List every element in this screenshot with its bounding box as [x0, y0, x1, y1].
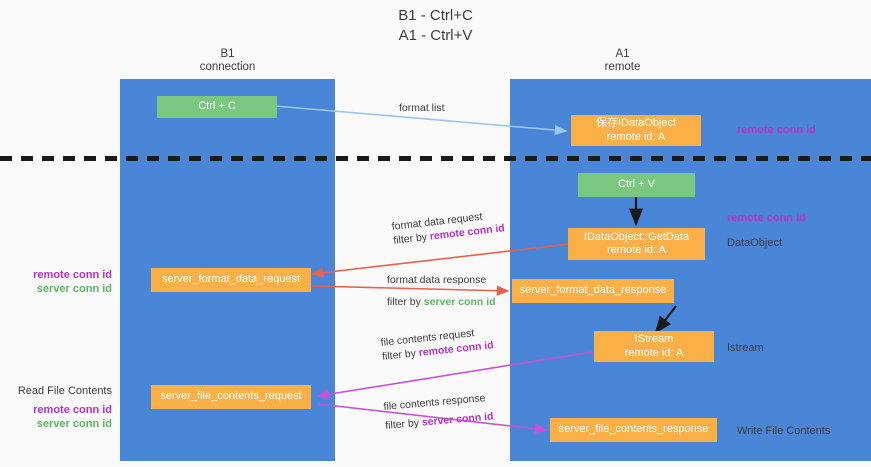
- filter-prefix: filter by: [384, 416, 423, 432]
- node-getdata-line2: remote id: A: [607, 244, 666, 256]
- node-server-format-data-response[interactable]: server_format_data_response: [512, 279, 674, 303]
- edge-label-file-contents-response: file contents response filter by server …: [383, 391, 494, 433]
- filter-prefix: filter by: [381, 347, 420, 363]
- annotation-left-bottom-remote-conn-id: remote conn id: [33, 404, 112, 416]
- edge-label-format-data-response-filter: filter by server conn id: [387, 295, 496, 309]
- edge-label-format-data-request: format data request filter by remote con…: [391, 207, 505, 248]
- node-getdata[interactable]: IDataObject::GetData remote id: A: [568, 228, 705, 260]
- annotation-left-bottom-server-conn-id: server conn id: [36, 418, 112, 430]
- title-line-1: B1 - Ctrl+C: [398, 7, 473, 24]
- edge-label-format-data-response: format data response filter by server co…: [387, 273, 496, 309]
- node-save-dataobject[interactable]: 保存IDataObject remote id: A: [571, 115, 701, 146]
- node-istream[interactable]: IStream remote id: A: [594, 331, 714, 362]
- node-server-file-contents-request[interactable]: server_file_contents_request: [151, 385, 311, 409]
- node-istream-line1: IStream: [634, 333, 674, 345]
- annotation-left-read-file-contents: Read File Contents: [17, 385, 112, 397]
- edge-label-file-contents-request: file contents request filter by remote c…: [380, 324, 494, 364]
- node-save-dataobject-line2: remote id: A: [606, 130, 666, 143]
- node-ctrl-c[interactable]: Ctrl + C: [157, 96, 277, 118]
- node-server-file-contents-response-label: server_file_contents_response: [558, 423, 709, 436]
- node-server-format-data-request[interactable]: server_format_data_request: [151, 268, 311, 292]
- annotation-right-istream: Istream: [727, 342, 764, 354]
- annotation-right-mid-remote-conn-id: remote conn id: [727, 212, 806, 224]
- annotation-right-write-file-contents: Write File Contents: [737, 425, 831, 437]
- node-server-format-data-response-label: server_format_data_response: [519, 284, 667, 297]
- edge-label-format-list-text: format list: [399, 102, 445, 114]
- column-header-a1-role: remote: [604, 61, 641, 73]
- node-ctrl-v[interactable]: Ctrl + V: [578, 173, 695, 197]
- column-header-b1: B1 connection: [140, 48, 315, 74]
- column-header-b1-role: connection: [199, 61, 256, 73]
- column-header-b1-name: B1: [220, 48, 235, 60]
- column-header-a1: A1 remote: [535, 48, 710, 74]
- filter-prefix: filter by: [387, 296, 424, 308]
- node-ctrl-v-label: Ctrl + V: [618, 178, 655, 191]
- filter-prefix: filter by: [392, 230, 431, 247]
- diagram-title: B1 - Ctrl+C A1 - Ctrl+V: [0, 6, 871, 46]
- annotation-right-top-remote-conn-id: remote conn id: [737, 124, 816, 136]
- node-ctrl-c-label: Ctrl + C: [198, 100, 236, 113]
- node-server-file-contents-response[interactable]: server_file_contents_response: [550, 418, 717, 442]
- annotation-left-remote-conn-id: remote conn id: [33, 269, 112, 281]
- annotation-right-dataobject: DataObject: [727, 237, 783, 249]
- edge-label-file-contents-response-filter: filter by server conn id: [385, 409, 494, 432]
- node-istream-line2: remote id: A: [624, 346, 684, 359]
- annotation-left-server-conn-id: server conn id: [36, 283, 112, 295]
- edge-label-format-data-response-text: format data response: [387, 274, 487, 286]
- node-server-file-contents-request-label: server_file_contents_request: [160, 390, 302, 403]
- section-separator: [0, 156, 871, 161]
- filter-key-server-conn-id: server conn id: [421, 410, 494, 429]
- node-save-dataobject-line1: 保存IDataObject: [595, 117, 677, 129]
- node-server-format-data-request-label: server_format_data_request: [161, 273, 301, 286]
- title-line-2: A1 - Ctrl+V: [398, 27, 473, 44]
- node-getdata-line1: IDataObject::GetData: [583, 230, 690, 243]
- column-header-a1-name: A1: [615, 48, 630, 60]
- edge-label-format-list: format list: [399, 101, 445, 115]
- filter-key-server-conn-id: server conn id: [423, 296, 496, 308]
